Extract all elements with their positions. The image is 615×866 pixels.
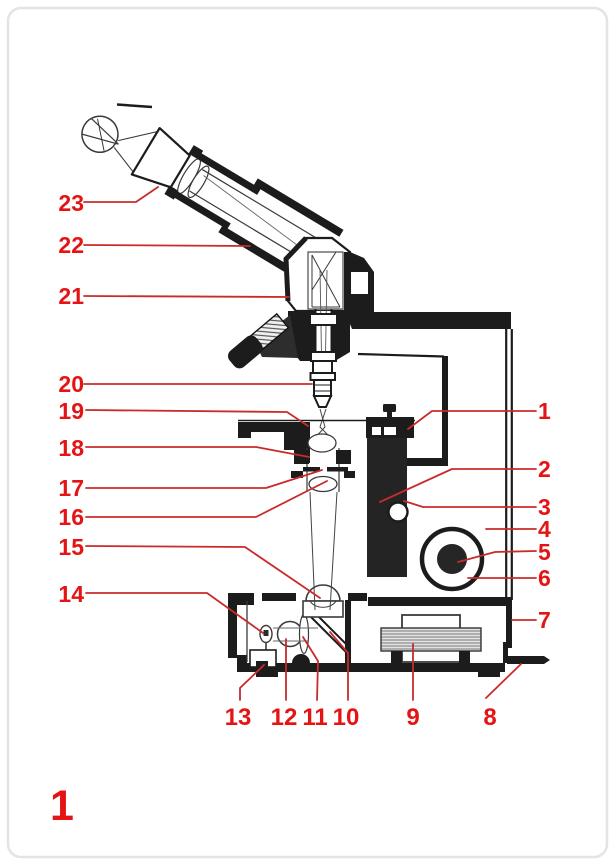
collector-lens-2	[298, 613, 310, 655]
callout-14: 14	[58, 581, 84, 607]
callout-23: 23	[58, 190, 84, 216]
callout-15: 15	[58, 534, 84, 560]
eyepiece-tube-assembly	[81, 115, 344, 284]
callout-3: 3	[538, 494, 551, 520]
callout-18: 18	[58, 435, 84, 461]
base	[228, 491, 550, 677]
callout-16: 16	[58, 504, 84, 530]
objective	[309, 351, 337, 408]
callout-7: 7	[538, 607, 551, 633]
transformer	[380, 614, 482, 663]
base-right-edge	[506, 603, 512, 648]
callout-20: 20	[58, 371, 84, 397]
nosepiece	[228, 269, 350, 369]
callout-10: 10	[332, 704, 360, 731]
fine-focus-knob	[437, 544, 467, 574]
collector-lens	[276, 620, 304, 648]
figure-number: 1	[50, 782, 74, 830]
callout-6: 6	[538, 565, 551, 591]
eye-drawing	[81, 115, 119, 153]
callout-13: 13	[224, 704, 252, 731]
prism-head	[283, 236, 352, 313]
callout-22: 22	[58, 232, 84, 258]
callout-17: 17	[58, 475, 84, 501]
top-dash-mark	[116, 103, 153, 109]
callout-2: 2	[538, 456, 551, 482]
arm	[345, 312, 513, 600]
iris-diaphragm	[303, 467, 320, 472]
callout-9: 9	[406, 704, 420, 731]
stage-clip-assembly	[366, 404, 414, 438]
callout-4: 4	[538, 516, 551, 542]
callout-11: 11	[302, 704, 328, 731]
lamp-socket-box	[249, 649, 277, 668]
callout-5: 5	[538, 539, 551, 565]
leader-lines	[83, 186, 537, 701]
callout-12: 12	[270, 704, 298, 731]
callout-1: 1	[538, 398, 551, 424]
condenser-top-lens	[307, 433, 337, 453]
callout-21: 21	[58, 283, 84, 309]
nosepiece-handle	[228, 335, 263, 369]
pinion-circle	[387, 501, 409, 523]
callout-19: 19	[58, 398, 84, 424]
callout-8: 8	[483, 704, 497, 731]
foot-tab	[507, 656, 544, 664]
